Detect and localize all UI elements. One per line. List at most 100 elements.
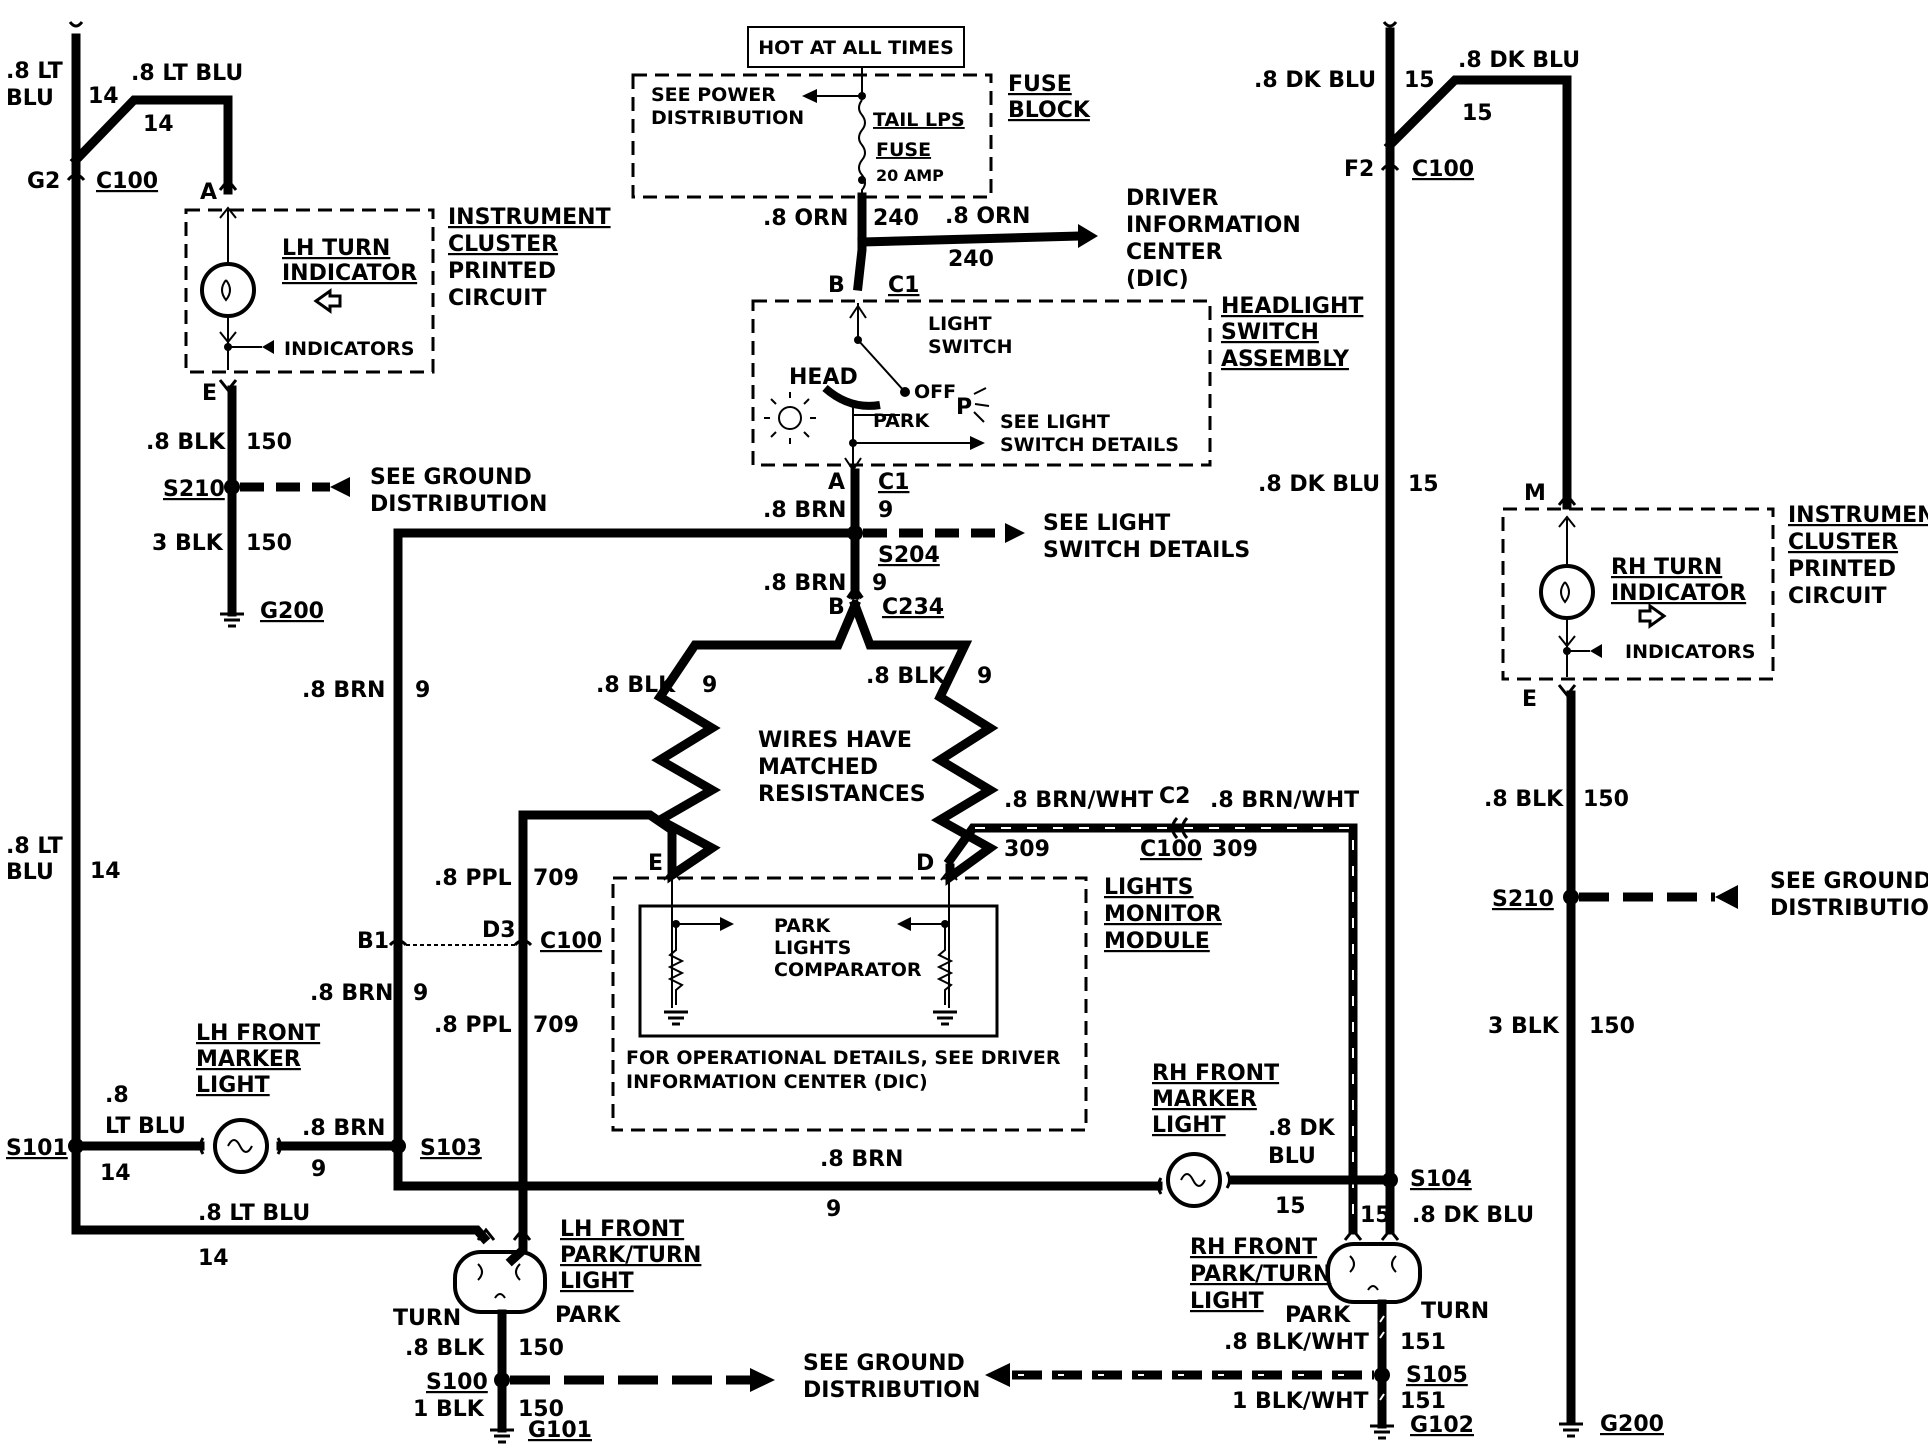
no151-label2: 151 <box>1400 1389 1446 1414</box>
rh-cluster-title1: INSTRUMENT <box>1788 503 1928 528</box>
switch-off-contact <box>900 387 910 397</box>
blk-wire-label-left: .8 BLK <box>596 673 676 698</box>
rh-park-label3: LIGHT <box>1190 1289 1264 1314</box>
ltblu-wire-number-top: 14 <box>143 112 174 137</box>
dic-label-3: CENTER <box>1126 240 1223 265</box>
switch-details-arrowhead <box>970 436 985 450</box>
splice-s105-label: S105 <box>1406 1363 1468 1388</box>
dic-arrowhead <box>1078 224 1098 248</box>
lt-blu-number-marker: 14 <box>100 1161 131 1186</box>
fuse-feed-dot <box>858 92 866 100</box>
hot-at-all-times-label: HOT AT ALL TIMES <box>758 37 954 59</box>
lh-marker-label3: LIGHT <box>196 1073 270 1098</box>
lh-park-label2: PARK/TURN <box>560 1243 701 1268</box>
headlight-switch-title2: SWITCH <box>1221 320 1319 345</box>
rh-park-turn-filaments <box>1349 1255 1397 1291</box>
g200-left-label: G200 <box>260 599 324 624</box>
no150-label-right: 150 <box>1583 787 1629 812</box>
dkblu-number-top2: 15 <box>1462 101 1493 126</box>
head-contact-arc <box>822 384 881 410</box>
head-label: HEAD <box>789 365 858 390</box>
g102-ground-icon <box>1370 1424 1394 1440</box>
wire-blk-9-left-resistor <box>650 599 861 884</box>
wire-blk-wht-stripe <box>1379 1315 1385 1401</box>
fuse-label: FUSE <box>876 139 931 161</box>
lmm-operational-text2: INFORMATION CENTER (DIC) <box>626 1071 928 1093</box>
rh-cluster-title2: CLUSTER <box>1788 530 1898 555</box>
dkblu-label-top2: .8 DK BLU <box>1458 48 1580 73</box>
orn-wire-number: 240 <box>873 206 919 231</box>
matched-label2: MATCHED <box>758 755 878 780</box>
rh-park-turn-bulb-icon <box>1326 1242 1422 1304</box>
hot-at-all-times-box <box>747 26 965 68</box>
rh-indicator-arrowhead <box>1590 644 1602 658</box>
comparator-box <box>638 904 999 1038</box>
wire-blk-9-right-resistor <box>849 599 999 886</box>
splice-s204-label: S204 <box>878 543 940 568</box>
brn-wire-number-bottom: 9 <box>826 1197 841 1222</box>
lh-marker-conn-left <box>199 1137 205 1155</box>
ltblu-number-a: 14 <box>88 84 119 109</box>
rh-marker-conn-left <box>1157 1177 1163 1195</box>
rh-turn-bulb-icon <box>1539 564 1595 620</box>
rh-arrow-icon <box>1638 603 1667 629</box>
conn-c2-label: C2 <box>1159 784 1190 809</box>
brn-wire-number-left: 9 <box>415 678 430 703</box>
lh-park-label-bottom: PARK <box>555 1303 621 1328</box>
no150-label-left: 150 <box>246 430 292 455</box>
blk150-label-lh-park: .8 BLK <box>405 1336 485 1361</box>
switch-label: SWITCH <box>928 336 1013 358</box>
ltblu-wire-label-top: .8 LT BLU <box>131 61 243 86</box>
ground-see-label-right: SEE GROUND <box>1770 869 1928 894</box>
lh-arrow-icon <box>313 288 342 314</box>
fuse-bottom-dot <box>858 176 866 184</box>
conn-a-label: A <box>828 470 845 495</box>
lt-blu-label: LT BLU <box>105 1114 186 1139</box>
c234-connector <box>846 584 864 600</box>
no150-label-left2: 150 <box>246 531 292 556</box>
power-dist-arrowhead <box>802 89 817 103</box>
light-label: LIGHT <box>928 313 992 335</box>
ground-dist-arrowhead-right <box>1715 885 1738 909</box>
conn-c1-bottom-label: C1 <box>878 470 909 495</box>
dkblu-number-top: 15 <box>1404 68 1435 93</box>
conn-e-label: E <box>648 851 663 876</box>
headlamp-icon <box>778 406 802 430</box>
g200-right-label: G200 <box>1600 1412 1664 1437</box>
dk-label-a: .8 DK <box>1268 1116 1336 1141</box>
rh-bulb-filament <box>1560 581 1570 604</box>
brn-wire-number-mid: 9 <box>872 571 887 596</box>
lh-indicator-arrowhead <box>262 340 274 354</box>
switch-blade <box>857 339 906 393</box>
ground-dist-label-bottom: DISTRIBUTION <box>803 1378 980 1403</box>
rh-marker-label2: MARKER <box>1152 1087 1257 1112</box>
dkblu-label-top: .8 DK BLU <box>1254 68 1376 93</box>
splice-s103-label: S103 <box>420 1136 482 1161</box>
splice-s210-right-label: S210 <box>1492 887 1554 912</box>
rh-marker-label1: RH FRONT <box>1152 1061 1279 1086</box>
switch-pivot <box>854 336 862 344</box>
dkblu-label-bottom: .8 DK BLU <box>1412 1203 1534 1228</box>
ground-see-label-top: SEE GROUND <box>370 465 532 490</box>
fuse-block-title2: BLOCK <box>1008 98 1091 123</box>
blk3-label-right: 3 BLK <box>1488 1014 1560 1039</box>
lh-marker-label2: MARKER <box>196 1047 301 1072</box>
lt-blu-p8-label: .8 <box>105 1083 129 1108</box>
matched-label3: RESISTANCES <box>758 782 926 807</box>
d3-connector <box>513 939 533 947</box>
p-label: P <box>956 395 972 420</box>
rh-cluster-arrow <box>1558 635 1576 648</box>
parking-light-symbol <box>973 387 990 423</box>
lh-cluster-arrow <box>219 331 237 344</box>
wire-break-left-icon <box>68 21 84 28</box>
lh-turn-label-bottom: TURN <box>393 1306 461 1331</box>
g2-connector <box>66 173 86 181</box>
no150-label-right2: 150 <box>1589 1014 1635 1039</box>
wire-lt-blu-14-to-cluster <box>69 95 233 195</box>
blkwht-label: .8 BLK/WHT <box>1224 1330 1369 1355</box>
lh-turn-bulb-icon <box>200 262 256 318</box>
blkwht1-label: 1 BLK/WHT <box>1232 1389 1369 1414</box>
blk-wire-number-right: 9 <box>977 664 992 689</box>
conn-e-cluster-label: E <box>202 381 217 406</box>
